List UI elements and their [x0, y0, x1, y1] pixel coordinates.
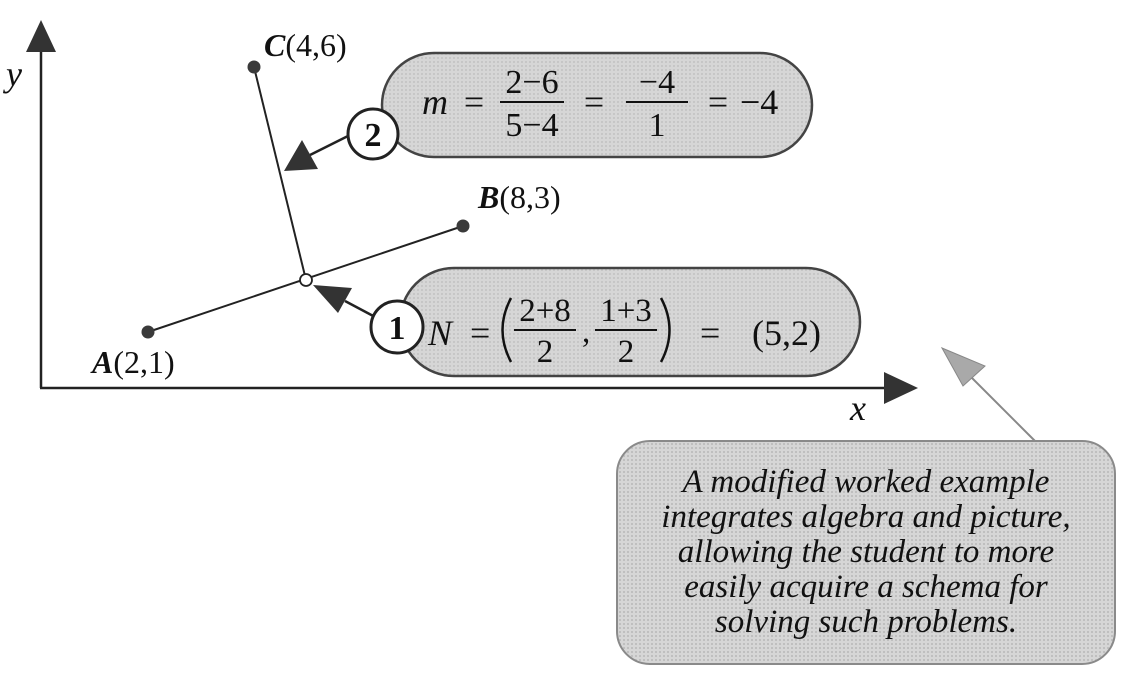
step1-frac2-numerator: 1+3 — [600, 293, 652, 329]
step1-frac1-numerator: 2+8 — [519, 293, 571, 329]
step2-frac1-denominator: 5−4 — [505, 107, 558, 144]
step1-comma: , — [582, 314, 590, 350]
note-pointer-arrowhead — [940, 346, 986, 387]
step1-lhs: N — [427, 313, 454, 353]
step1-right-paren — [659, 297, 671, 363]
step1-equals-1: = — [470, 313, 490, 353]
step1-left-paren — [501, 297, 513, 363]
y-axis-arrowhead — [26, 20, 56, 52]
point-a-label: A(2,1) — [90, 344, 175, 380]
step2-pointer-arrowhead — [284, 140, 318, 171]
step1-equals-2: = — [700, 313, 720, 353]
y-axis-label: y — [3, 54, 22, 94]
step1-number: 1 — [389, 310, 406, 347]
step2-result: −4 — [740, 82, 778, 122]
step1-pointer-shaft — [344, 299, 378, 320]
step2-equals-3: = — [708, 82, 728, 122]
midpoint-n — [299, 273, 313, 287]
step2-bubble — [380, 51, 814, 159]
step1-number-badge — [369, 299, 425, 355]
explanation-note: A modified worked example integrates alg… — [616, 440, 1116, 665]
step2-frac2-denominator: 1 — [649, 107, 666, 144]
step2-equals-1: = — [464, 82, 484, 122]
step2-lhs: m — [422, 82, 448, 122]
step2-equals-2: = — [584, 82, 604, 122]
point-c-label: C(4,6) — [264, 27, 347, 63]
point-a — [141, 325, 155, 339]
note-pointer-shaft — [969, 375, 1038, 444]
point-c — [247, 60, 261, 74]
x-axis-arrowhead — [884, 372, 918, 404]
step1-pointer-arrowhead — [313, 285, 352, 313]
step1-frac2-denominator: 2 — [618, 334, 635, 370]
x-axis-label: x — [849, 388, 866, 428]
step2-frac1-numerator: 2−6 — [505, 64, 558, 101]
step2-pointer-shaft — [309, 132, 353, 157]
point-b — [456, 219, 470, 233]
point-b-label: B(8,3) — [477, 179, 561, 215]
segment-c-to-midpoint — [253, 66, 307, 281]
step2-frac2-numerator: −4 — [639, 64, 675, 101]
step1-result: (5,2) — [752, 313, 821, 353]
step2-number-badge — [346, 107, 400, 161]
explanation-note-text: A modified worked example integrates alg… — [661, 464, 1071, 640]
step2-number: 2 — [365, 117, 382, 154]
step1-frac1-denominator: 2 — [537, 334, 554, 370]
